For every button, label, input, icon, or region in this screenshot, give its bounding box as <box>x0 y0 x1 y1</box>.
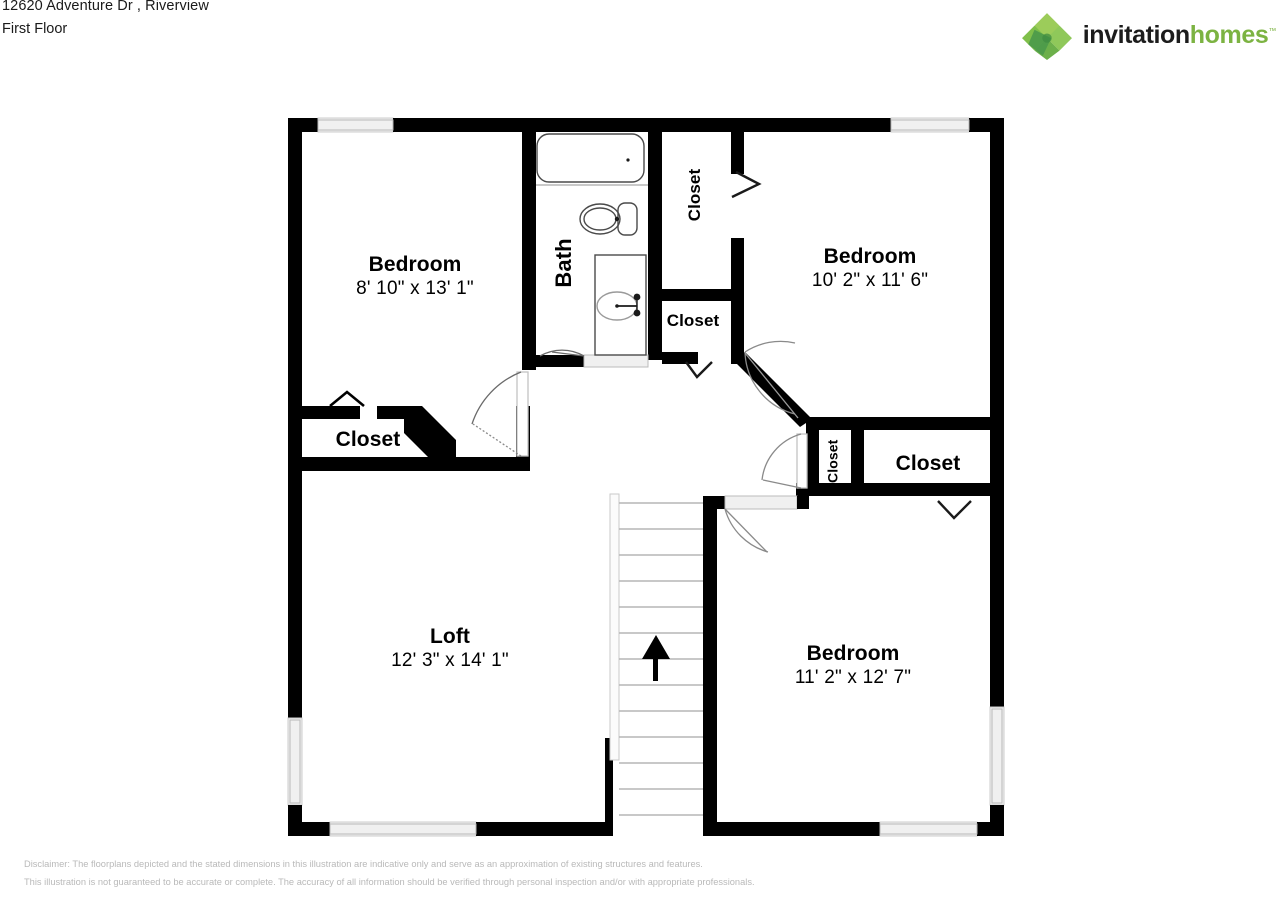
door-bath <box>539 349 585 357</box>
brand-logo: invitationhomes™ <box>1021 9 1276 61</box>
door-closet-bath-north <box>731 170 762 199</box>
property-address: 12620 Adventure Dr , Riverview <box>2 0 209 14</box>
disclaimer: Disclaimer: The floorplans depicted and … <box>24 855 755 891</box>
logo-word-homes: homes <box>1189 20 1269 49</box>
door-bedroom-se <box>724 508 769 553</box>
door-closet-hall-mid <box>685 361 713 379</box>
disclaimer-line-1: Disclaimer: The floorplans depicted and … <box>24 858 703 869</box>
floor-label: First Floor <box>2 21 68 37</box>
interior-walls <box>288 132 1004 836</box>
logo-word-invitation: invitation <box>1082 20 1191 49</box>
door-bedroom-nw <box>471 371 529 457</box>
vanity-sink-icon <box>594 254 647 356</box>
window-frames <box>289 119 1003 835</box>
door-bedroom-ne <box>744 340 799 419</box>
invitation-homes-logo-icon <box>1021 13 1072 60</box>
doors <box>471 170 972 553</box>
door-closet-east <box>937 500 972 520</box>
toilet-icon <box>579 202 638 236</box>
door-closet-narrow-mid <box>761 433 808 489</box>
bathtub-icon <box>536 133 645 183</box>
stairs-up-arrow-icon <box>642 635 670 681</box>
disclaimer-line-2: This illustration is not guaranteed to b… <box>24 876 755 887</box>
bathroom-fixtures <box>536 133 648 356</box>
staircase <box>609 493 703 836</box>
logo-wordmark: invitationhomes™ <box>1082 20 1277 49</box>
logo-trademark: ™ <box>1268 26 1276 36</box>
